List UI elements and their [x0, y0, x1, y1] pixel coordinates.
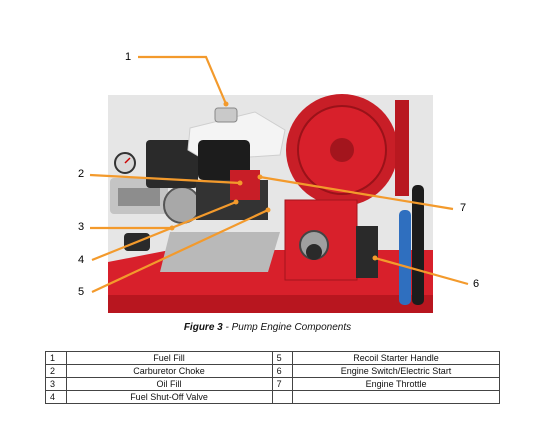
- mounting-plate: [160, 232, 280, 272]
- black-pipe: [412, 185, 424, 305]
- components-legend-table: 1 Fuel Fill 5 Recoil Starter Handle 2 Ca…: [45, 351, 500, 404]
- callout-dot-4: [233, 199, 239, 205]
- legend-description: Engine Throttle: [292, 377, 500, 391]
- callout-leader-5: [91, 209, 269, 293]
- legend-description: Fuel Shut-Off Valve: [65, 390, 273, 404]
- callout-number-6: 6: [473, 278, 480, 290]
- callout-dot-5: [265, 207, 271, 213]
- engine-red-trim: [230, 170, 260, 200]
- caption-text: Pump Engine Components: [231, 322, 352, 333]
- callout-number-3: 3: [78, 221, 85, 233]
- callout-dot-3: [169, 225, 175, 231]
- table-row: 2 Carburetor Choke 6 Engine Switch/Elect…: [45, 364, 500, 378]
- callout-leader-1: [138, 55, 228, 105]
- caption-label: Figure 3: [183, 322, 223, 333]
- switch-box: [356, 226, 378, 278]
- callout-number-1: 1: [125, 51, 132, 63]
- callout-leader-6: [374, 256, 469, 286]
- tank-shadow: [108, 295, 433, 313]
- callout-number-7: 7: [460, 202, 467, 214]
- legend-description: Oil Fill: [65, 377, 273, 391]
- legend-number: [271, 390, 294, 404]
- housing-port-cap: [306, 244, 322, 260]
- table-row: 1 Fuel Fill 5 Recoil Starter Handle: [45, 351, 500, 365]
- callout-dot-1: [223, 101, 229, 107]
- callout-arrowheads: [169, 101, 378, 261]
- callout-dot-6: [372, 255, 378, 261]
- callout-leader-2: [89, 173, 241, 185]
- table-row: 4 Fuel Shut-Off Valve: [45, 390, 500, 404]
- legend-number: 3: [45, 377, 67, 391]
- gauge-needle: [124, 157, 131, 164]
- callout-number-2: 2: [78, 168, 85, 180]
- figure-caption: Figure 3 - Pump Engine Components: [0, 322, 535, 333]
- callout-leader-7: [259, 175, 454, 211]
- callout-dot-7: [257, 174, 263, 180]
- callout-leaders: [89, 55, 469, 293]
- blue-hose: [399, 210, 411, 305]
- callout-dot-2: [237, 180, 243, 186]
- engine-housing: [146, 140, 198, 188]
- pump-engine-figure: [89, 55, 469, 313]
- hose-reel-hub: [330, 138, 354, 162]
- legend-number: 5: [271, 351, 294, 365]
- legend-number: 6: [271, 364, 294, 378]
- callout-leader-4: [91, 200, 237, 262]
- pump-body: [118, 188, 160, 206]
- legend-description: [292, 390, 500, 404]
- caption-separator: -: [222, 322, 232, 333]
- legend-number: 1: [45, 351, 67, 365]
- legend-number: 4: [45, 390, 67, 404]
- hose-reel-frame: [395, 100, 409, 196]
- legend-number: 2: [45, 364, 67, 378]
- table-row: 3 Oil Fill 7 Engine Throttle: [45, 377, 500, 391]
- legend-description: Fuel Fill: [65, 351, 273, 365]
- legend-description: Carburetor Choke: [65, 364, 273, 378]
- callout-number-4: 4: [78, 254, 85, 266]
- legend-description: Recoil Starter Handle: [292, 351, 500, 365]
- callout-number-5: 5: [78, 286, 85, 298]
- pump-housing: [284, 199, 358, 281]
- legend-description: Engine Switch/Electric Start: [292, 364, 500, 378]
- legend-number: 7: [271, 377, 294, 391]
- fuel-cap: [214, 107, 238, 123]
